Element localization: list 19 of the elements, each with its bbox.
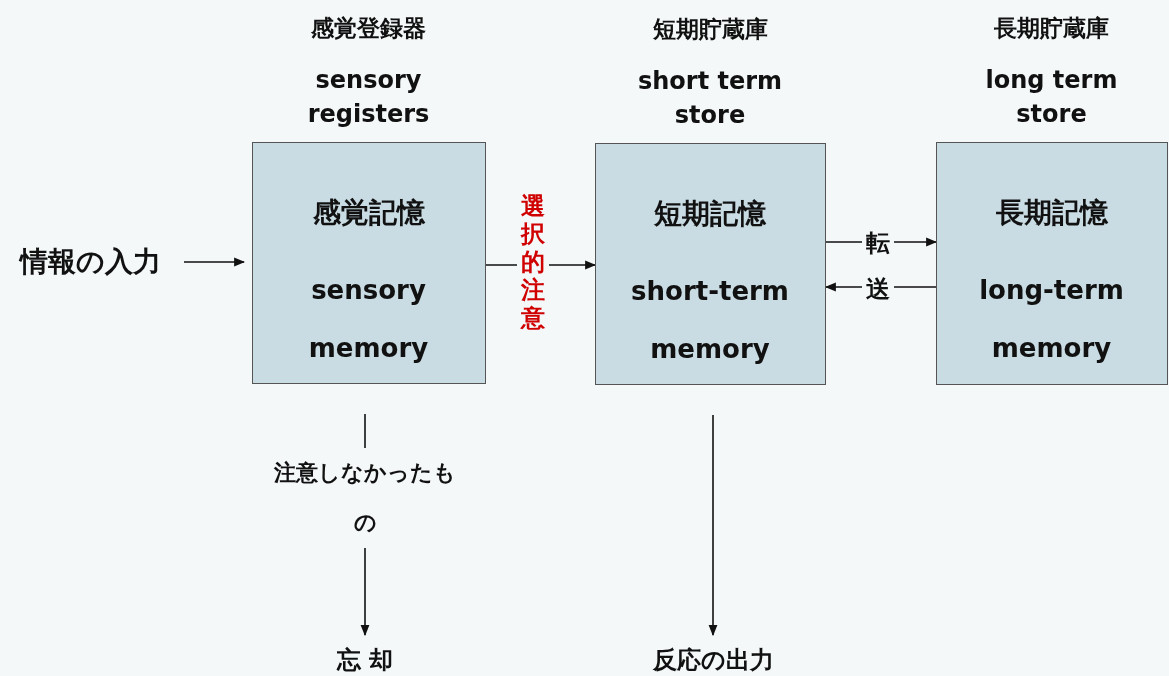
edge-label: 転: [862, 228, 894, 258]
japanese-heading: 短期貯蔵庫: [651, 15, 769, 44]
text-label: 忘 却: [320, 645, 410, 676]
arrow: [708, 414, 718, 637]
arrow: [183, 257, 246, 267]
japanese-title: 長期記憶: [994, 195, 1109, 231]
english-title: sensory memory: [307, 274, 430, 365]
text-label: 反応の出力: [640, 645, 786, 676]
english-heading: long term store: [984, 65, 1119, 130]
japanese-heading: 感覚登録器: [310, 14, 427, 43]
japanese-heading: 長期貯蔵庫: [993, 14, 1110, 43]
text-label: 情報の入力: [10, 244, 170, 280]
japanese-title: 感覚記憶: [311, 195, 426, 231]
english-title: short-term memory: [630, 275, 790, 366]
english-title: long-term memory: [978, 274, 1125, 365]
english-heading: sensory registers: [306, 65, 431, 130]
edge-label: 選択的注意: [517, 192, 549, 332]
english-heading: short term store: [636, 66, 784, 131]
japanese-title: 短期記憶: [653, 196, 767, 232]
